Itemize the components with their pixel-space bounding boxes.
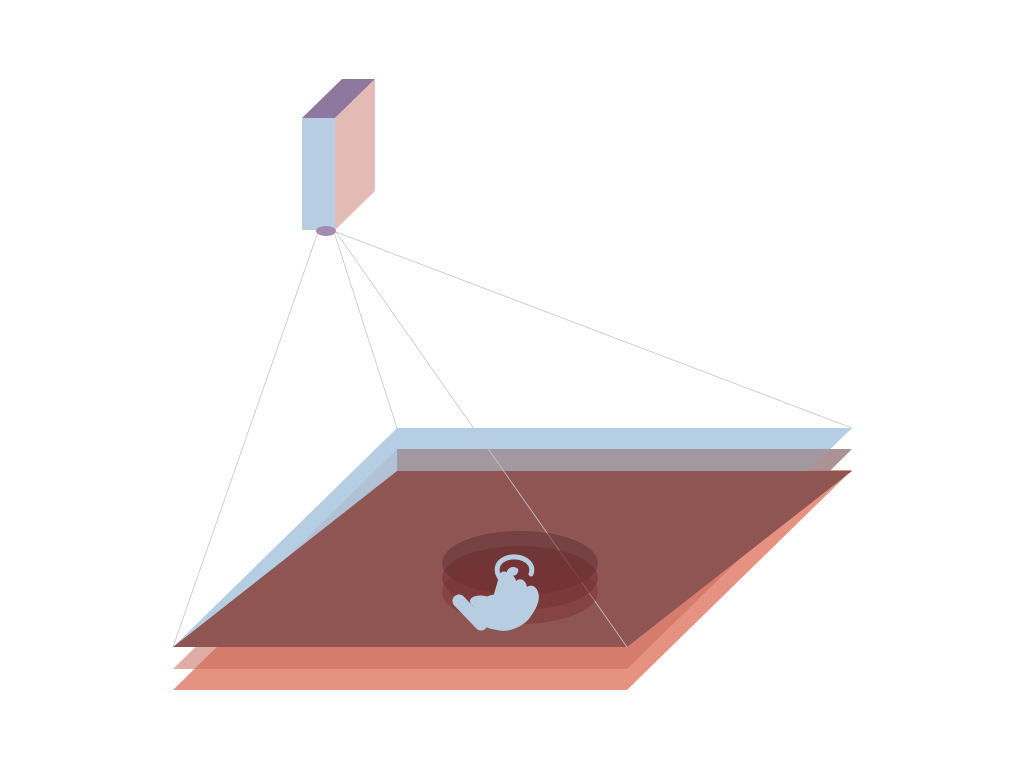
projector-icon <box>302 79 375 236</box>
touch-ring-outer <box>442 531 598 595</box>
hand-tap-icon <box>452 554 539 631</box>
hand-finger-4 <box>520 590 536 610</box>
middle-layer-overlap <box>397 449 852 471</box>
projector-front-face <box>302 118 335 230</box>
touch-ring-middle <box>442 546 598 610</box>
projection-line-1 <box>172 231 319 648</box>
projection-line-3 <box>335 231 853 429</box>
touch-rings <box>442 531 598 624</box>
tap-ripple <box>494 554 535 581</box>
projector-lens <box>316 226 336 236</box>
projection-line-2 <box>333 231 398 429</box>
hand-palm <box>474 594 526 630</box>
projector-side-face <box>335 79 375 230</box>
projector-top-face <box>302 79 375 118</box>
